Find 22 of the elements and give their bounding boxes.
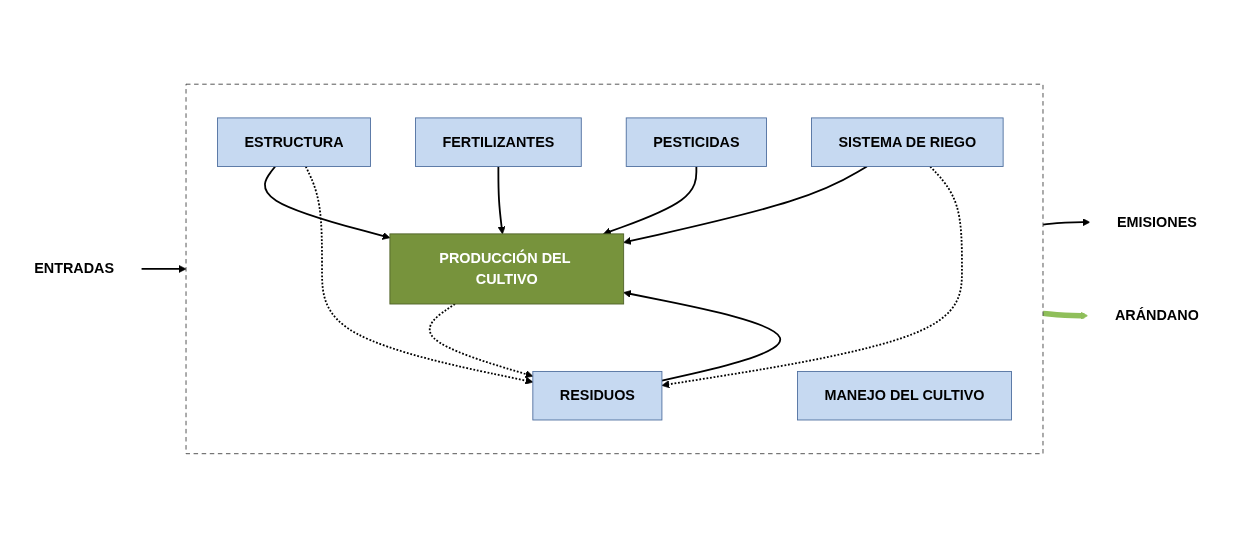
node-text: EMISIONES <box>1116 213 1197 229</box>
arrow <box>603 165 698 235</box>
node-text: ENTRADAS <box>34 260 115 276</box>
arrow <box>661 165 963 388</box>
arrow <box>140 264 187 273</box>
arrow <box>1042 217 1091 226</box>
cluster <box>185 83 1044 454</box>
node-box <box>532 370 663 420</box>
node-box <box>625 117 767 167</box>
node-box <box>415 117 582 167</box>
arrow <box>428 302 534 378</box>
arrow <box>304 165 534 385</box>
node-box <box>797 370 1012 420</box>
node-box <box>217 117 371 167</box>
arrow <box>1042 310 1089 320</box>
node-box <box>389 233 625 304</box>
node-box <box>811 117 1004 167</box>
arrow <box>623 289 781 382</box>
arrow <box>623 165 868 245</box>
arrow <box>264 165 391 240</box>
arrow <box>497 165 506 234</box>
node-text: ARÁNDANO <box>1114 307 1199 323</box>
